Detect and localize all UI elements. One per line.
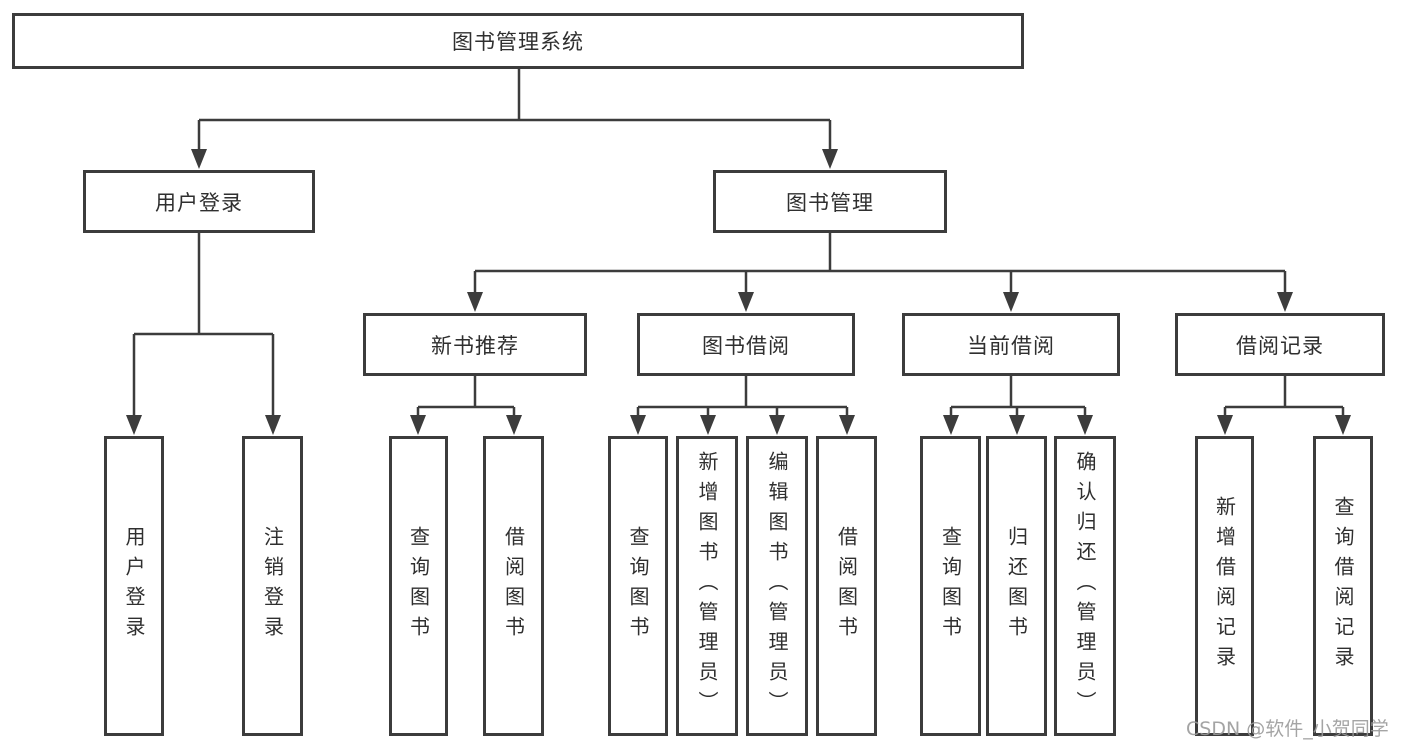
node-book-borrowing: 图书借阅 [637, 313, 855, 376]
arrow-down-icon [700, 415, 716, 435]
arrow-down-icon [1009, 415, 1025, 435]
leaf-borrow-books-borrowing: 借阅图书 [816, 436, 877, 736]
leaf-logout: 注销登录 [242, 436, 303, 736]
node-label: 注销登录 [260, 526, 285, 646]
node-current-borrowing: 当前借阅 [902, 313, 1120, 376]
arrow-down-icon [410, 415, 426, 435]
node-label: 查询图书 [626, 526, 650, 646]
node-label: 查询借阅记录 [1331, 496, 1355, 676]
arrow-down-icon [1003, 292, 1019, 312]
node-label: 借阅图书 [834, 526, 859, 646]
node-label: 图书管理 [786, 190, 874, 215]
leaf-query-books-borrowing: 查询图书 [608, 436, 668, 736]
arrow-down-icon [1217, 415, 1233, 435]
arrow-down-icon [769, 415, 785, 435]
leaf-add-books-admin: 新增图书（管理员） [676, 436, 738, 736]
node-label: 当前借阅 [967, 333, 1055, 358]
arrow-down-icon [191, 149, 207, 169]
leaf-add-borrow-record: 新增借阅记录 [1195, 436, 1254, 736]
leaf-edit-books-admin: 编辑图书（管理员） [746, 436, 808, 736]
node-label: 用户登录 [155, 190, 243, 215]
arrow-down-icon [265, 415, 281, 435]
node-user-login: 用户登录 [83, 170, 315, 233]
node-label: 归还图书 [1004, 526, 1029, 646]
arrow-down-icon [1335, 415, 1351, 435]
leaf-return-books: 归还图书 [986, 436, 1047, 736]
arrow-down-icon [943, 415, 959, 435]
node-label: 编辑图书（管理员） [765, 451, 789, 721]
arrow-down-icon [839, 415, 855, 435]
leaf-confirm-return-admin: 确认归还（管理员） [1054, 436, 1116, 736]
node-label: 借阅图书 [501, 526, 526, 646]
leaf-query-books-recommend: 查询图书 [389, 436, 448, 736]
node-label: 图书管理系统 [452, 30, 584, 54]
connector-path [132, 69, 1345, 417]
arrow-down-icon [506, 415, 522, 435]
node-root: 图书管理系统 [12, 13, 1024, 69]
node-new-book-recommendation: 新书推荐 [363, 313, 587, 376]
node-label: 查询图书 [406, 526, 431, 646]
arrow-down-icon [630, 415, 646, 435]
node-label: 新增借阅记录 [1212, 496, 1237, 676]
node-label: 用户登录 [122, 526, 146, 646]
node-label: 借阅记录 [1236, 333, 1324, 358]
arrowheads [126, 149, 1351, 435]
leaf-borrow-books-recommend: 借阅图书 [483, 436, 544, 736]
leaf-user-login: 用户登录 [104, 436, 164, 736]
node-label: 查询图书 [938, 526, 963, 646]
arrow-down-icon [822, 149, 838, 169]
node-borrowing-records: 借阅记录 [1175, 313, 1385, 376]
arrow-down-icon [738, 292, 754, 312]
arrow-down-icon [1277, 292, 1293, 312]
arrow-down-icon [467, 292, 483, 312]
leaf-query-borrow-record: 查询借阅记录 [1313, 436, 1373, 736]
leaf-query-books-current: 查询图书 [920, 436, 981, 736]
node-label: 新增图书（管理员） [695, 451, 719, 721]
arrow-down-icon [126, 415, 142, 435]
watermark: CSDN @软件_小贺同学 [1186, 718, 1389, 740]
node-label: 新书推荐 [431, 333, 519, 358]
node-label: 图书借阅 [702, 333, 790, 358]
node-book-management: 图书管理 [713, 170, 947, 233]
arrow-down-icon [1077, 415, 1093, 435]
node-label: 确认归还（管理员） [1073, 451, 1097, 721]
